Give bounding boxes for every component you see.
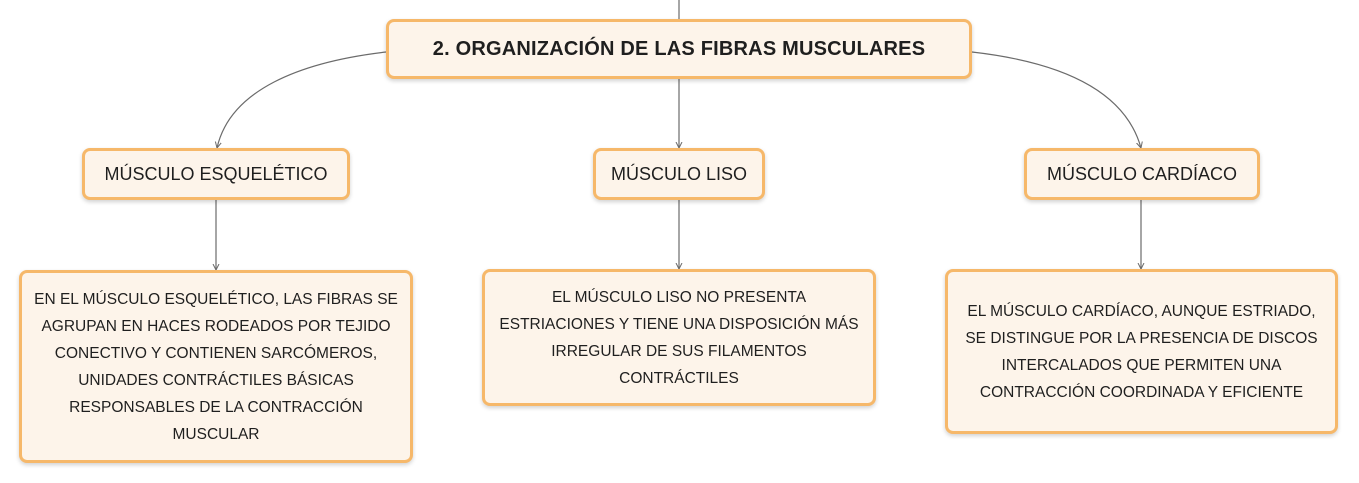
detail-smooth-muscle-text: EL MÚSCULO LISO NO PRESENTA ESTRIACIONES… <box>499 288 859 387</box>
connector-root-to-skeletal <box>217 51 387 148</box>
topic-skeletal-muscle-label: MÚSCULO ESQUELÉTICO <box>104 163 328 184</box>
root-topic[interactable]: 2. ORGANIZACIÓN DE LAS FIBRAS MUSCULARES <box>386 19 972 79</box>
detail-cardiac-muscle[interactable]: EL MÚSCULO CARDÍACO, AUNQUE ESTRIADO, SE… <box>945 269 1338 434</box>
detail-skeletal-muscle-text: EN EL MÚSCULO ESQUELÉTICO, LAS FIBRAS SE… <box>34 290 398 443</box>
topic-skeletal-muscle[interactable]: MÚSCULO ESQUELÉTICO <box>82 148 350 200</box>
detail-cardiac-muscle-text: EL MÚSCULO CARDÍACO, AUNQUE ESTRIADO, SE… <box>965 302 1318 401</box>
root-topic-label: 2. ORGANIZACIÓN DE LAS FIBRAS MUSCULARES <box>432 37 926 60</box>
topic-cardiac-muscle[interactable]: MÚSCULO CARDÍACO <box>1024 148 1260 200</box>
detail-skeletal-muscle[interactable]: EN EL MÚSCULO ESQUELÉTICO, LAS FIBRAS SE… <box>19 270 413 463</box>
topic-smooth-muscle-label: MÚSCULO LISO <box>610 163 748 184</box>
topic-smooth-muscle[interactable]: MÚSCULO LISO <box>593 148 765 200</box>
connector-root-to-cardiac <box>971 51 1141 148</box>
topic-cardiac-muscle-label: MÚSCULO CARDÍACO <box>1046 163 1238 184</box>
detail-smooth-muscle[interactable]: EL MÚSCULO LISO NO PRESENTA ESTRIACIONES… <box>482 269 876 406</box>
